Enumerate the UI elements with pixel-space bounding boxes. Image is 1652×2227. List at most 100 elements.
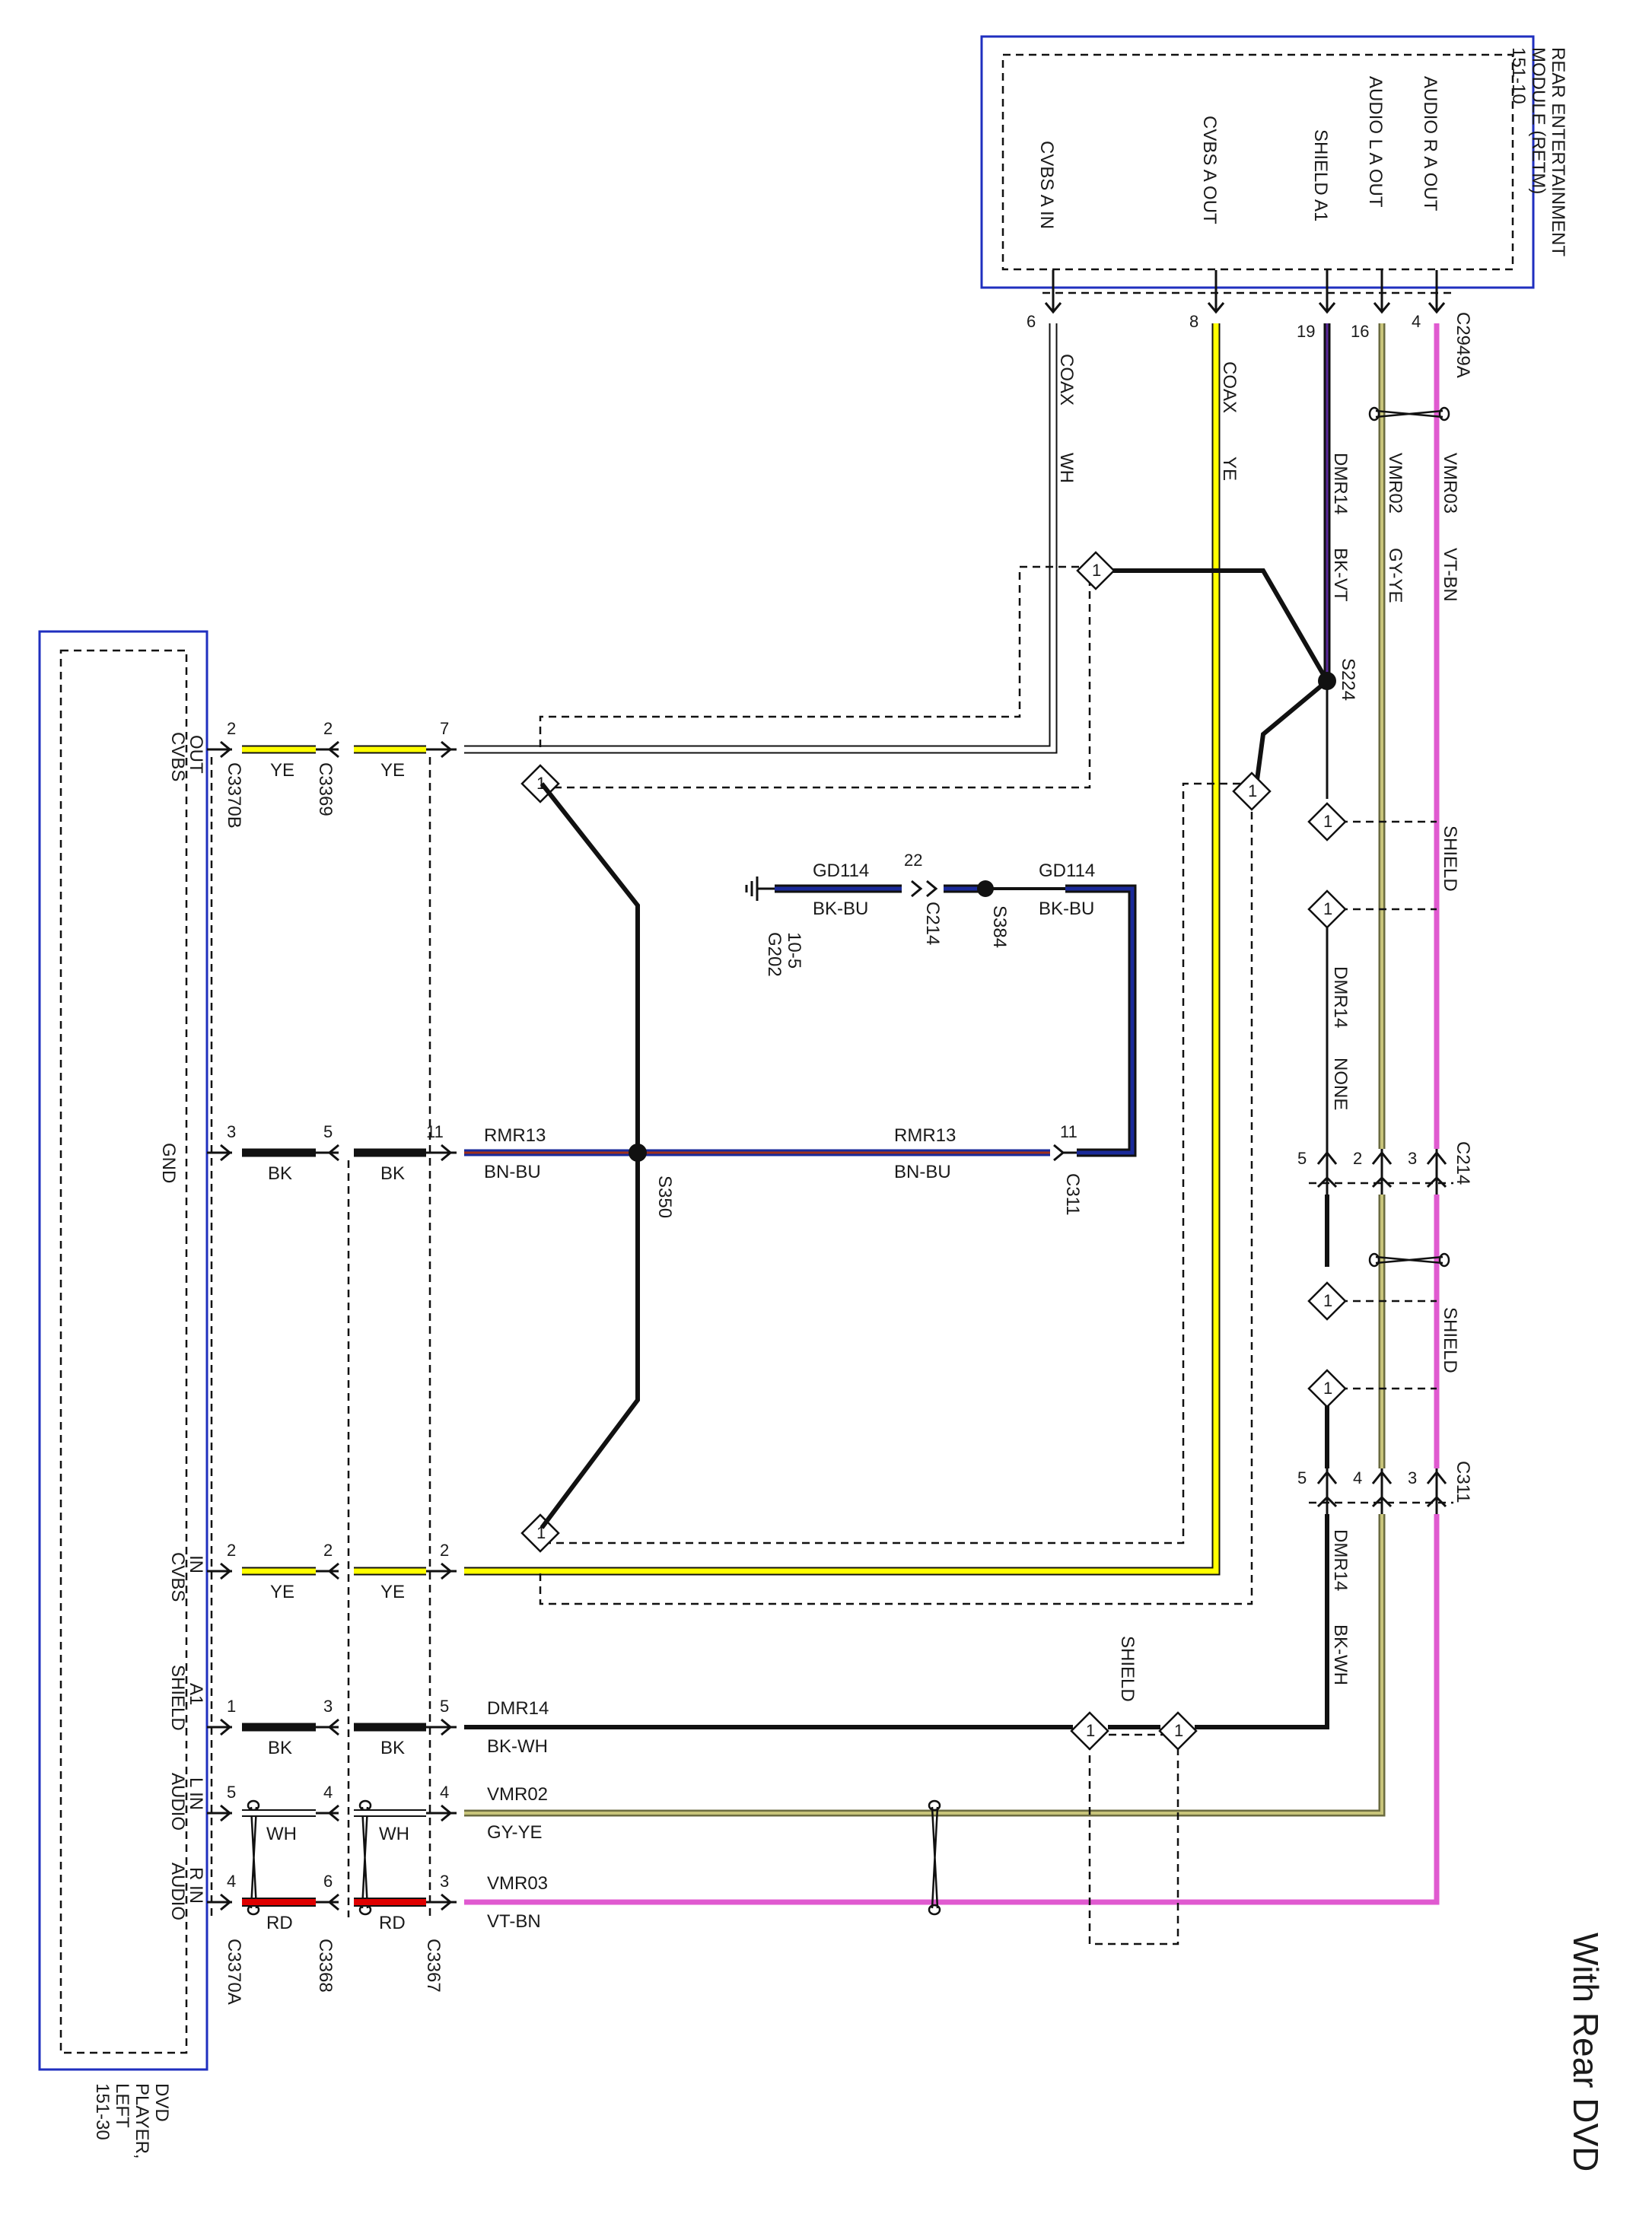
- retm-harness: [464, 323, 1440, 1905]
- c214-gnd-label: C214: [922, 902, 943, 945]
- wire-coax-wh-color: WH: [1056, 453, 1077, 483]
- shield-marker-5: 1: [1323, 899, 1332, 918]
- bk-bu-right-label: BK-BU: [1039, 899, 1094, 919]
- wire-coax-ye-color: YE: [1219, 457, 1240, 481]
- wire-bk-vt-label: BK-VT: [1330, 548, 1351, 602]
- pin-audio-r-b: 6: [323, 1872, 333, 1891]
- inline-connectors: 5 2 3 C214 5 4 3 C311: [1297, 1141, 1473, 1514]
- dvd-title-4: 151-30: [92, 2083, 113, 2140]
- c311-pin-3: 3: [1408, 1468, 1417, 1487]
- pin-shield-c: 5: [440, 1697, 449, 1716]
- retm-title-1: REAR ENTERTAINMENT: [1548, 47, 1568, 256]
- dvd-label-cvbs-in-1: CVBS: [167, 1552, 188, 1602]
- g202-label: G202: [764, 932, 785, 977]
- c214-gnd-pin: 22: [904, 851, 922, 870]
- wire-gy-ye-h-label: GY-YE: [487, 1822, 542, 1843]
- pin-audio-l-b: 4: [323, 1783, 333, 1802]
- shield-marker-10: 1: [1174, 1721, 1183, 1740]
- retm-pin-shield: SHIELD A1: [1310, 129, 1331, 221]
- dvd-label-gnd: GND: [158, 1143, 179, 1183]
- retm-pin-num-19: 19: [1297, 322, 1315, 341]
- shield-marker-4: 1: [1323, 812, 1332, 831]
- wire-coax-ye-label: COAX: [1219, 361, 1240, 413]
- pin-cvbs-out-a: 2: [227, 719, 236, 738]
- bn-bu-left-label: BN-BU: [484, 1162, 541, 1182]
- dvd-pigtails: 2 2 7 3 5 11 2 2 2 1 3 5 5 4 4 4 6 3 YE …: [207, 719, 1160, 2005]
- color-ye-d: YE: [380, 1582, 405, 1602]
- twisted-pair-markers: [247, 406, 1450, 1916]
- splice-s350-label: S350: [654, 1176, 675, 1218]
- pin-audio-r-a: 4: [227, 1872, 236, 1891]
- dvd-label-audio-r-1: AUDIO: [167, 1863, 188, 1920]
- color-bk-a: BK: [268, 1163, 292, 1184]
- wire-bk-wh-low-label: BK-WH: [1330, 1624, 1351, 1685]
- color-rd-b: RD: [379, 1913, 406, 1933]
- retm-pin-audio-r: AUDIO R A OUT: [1420, 76, 1440, 212]
- retm-title-2: MODULE (RETM): [1528, 47, 1549, 194]
- conn-c3369: C3369: [315, 762, 336, 816]
- c214-pin-5: 5: [1297, 1149, 1307, 1168]
- wire-dmr14-h-label: DMR14: [487, 1698, 549, 1719]
- g202-page: 10-5: [784, 932, 804, 969]
- splice-s224: [1318, 672, 1336, 690]
- wire-coax-wh-label: COAX: [1056, 354, 1077, 406]
- pin-cvbs-out-b: 2: [323, 719, 333, 738]
- color-ye-c: YE: [270, 1582, 294, 1602]
- wire-dmr14-mid-label: DMR14: [1330, 966, 1351, 1028]
- bn-bu-right-label: BN-BU: [894, 1162, 951, 1182]
- pin-audio-l-a: 5: [227, 1783, 236, 1802]
- color-wh-a: WH: [266, 1824, 297, 1844]
- splice-s224-group: S224 SHIELD SHIELD SHIELD: [533, 565, 1460, 1945]
- conn-c3368: C3368: [315, 1939, 336, 1993]
- pin-audio-r-c: 3: [440, 1872, 449, 1891]
- splice-s224-label: S224: [1338, 658, 1358, 701]
- gd114-left-label: GD114: [813, 861, 869, 881]
- dvd-title-3: LEFT: [112, 2083, 132, 2128]
- retm-pin-num-8: 8: [1189, 312, 1198, 331]
- splice-s384-label: S384: [989, 905, 1010, 948]
- wire-vmr02-label: VMR02: [1385, 453, 1405, 514]
- c214-label: C214: [1453, 1141, 1473, 1185]
- bk-bu-left-label: BK-BU: [813, 899, 868, 919]
- diagram-title: With Rear DVD: [1566, 1933, 1606, 2171]
- pin-cvbs-in-a: 2: [227, 1541, 236, 1560]
- color-rd-a: RD: [266, 1913, 293, 1933]
- c311-label: C311: [1453, 1461, 1473, 1503]
- shield-marker-9: 1: [1086, 1721, 1095, 1740]
- retm-pin-audio-l: AUDIO L A OUT: [1365, 76, 1386, 208]
- dvd-label-audio-r-2: R IN: [186, 1867, 206, 1904]
- conn-c3370a: C3370A: [224, 1939, 244, 2005]
- c311-gnd-label: C311: [1062, 1173, 1083, 1216]
- shield-marker-6: 1: [1323, 1291, 1332, 1310]
- wire-vmr03-label: VMR03: [1440, 453, 1460, 514]
- wire-bk-wh-h-label: BK-WH: [487, 1736, 548, 1757]
- retm-pin-cvbs-out: CVBS A OUT: [1199, 116, 1220, 224]
- dvd-player: DVD PLAYER, LEFT 151-30 CVBS OUT GND CVB…: [38, 630, 208, 2159]
- wire-vmr03-h-label: VMR03: [487, 1873, 548, 1894]
- shield-label-top: SHIELD: [1440, 826, 1460, 892]
- pin-gnd-c: 11: [426, 1122, 444, 1141]
- wire-none-label: NONE: [1330, 1058, 1351, 1110]
- retm-pin-num-6: 6: [1027, 312, 1036, 331]
- pin-cvbs-in-b: 2: [323, 1541, 333, 1560]
- dvd-title-1: DVD: [151, 2083, 172, 2122]
- c311-pin-4: 4: [1353, 1468, 1362, 1487]
- splice-s350: [629, 1144, 647, 1162]
- shield-marker-3: 1: [1248, 781, 1257, 800]
- wire-vt-bn-label: VT-BN: [1440, 548, 1460, 602]
- c214-pin-3: 3: [1408, 1149, 1417, 1168]
- retm-module: REAR ENTERTAINMENT MODULE (RETM) 151-10 …: [980, 35, 1568, 378]
- retm-pin-num-16: 16: [1351, 322, 1369, 341]
- dvd-label-shield-2: A1: [186, 1683, 206, 1705]
- pin-cvbs-in-c: 2: [440, 1541, 449, 1560]
- wire-gy-ye-label: GY-YE: [1385, 548, 1405, 603]
- shield-diamonds: 1 1 1 1 1 1 1 1 1 1: [520, 551, 1347, 1751]
- c311-pin-5: 5: [1297, 1468, 1307, 1487]
- shield-marker-7: 1: [1323, 1379, 1332, 1398]
- dvd-label-audio-l-2: L IN: [186, 1777, 206, 1810]
- pin-audio-l-c: 4: [440, 1783, 449, 1802]
- wire-vt-bn-h-label: VT-BN: [487, 1911, 541, 1932]
- pin-shield-a: 1: [227, 1697, 236, 1716]
- gd114-right-label: GD114: [1039, 861, 1095, 881]
